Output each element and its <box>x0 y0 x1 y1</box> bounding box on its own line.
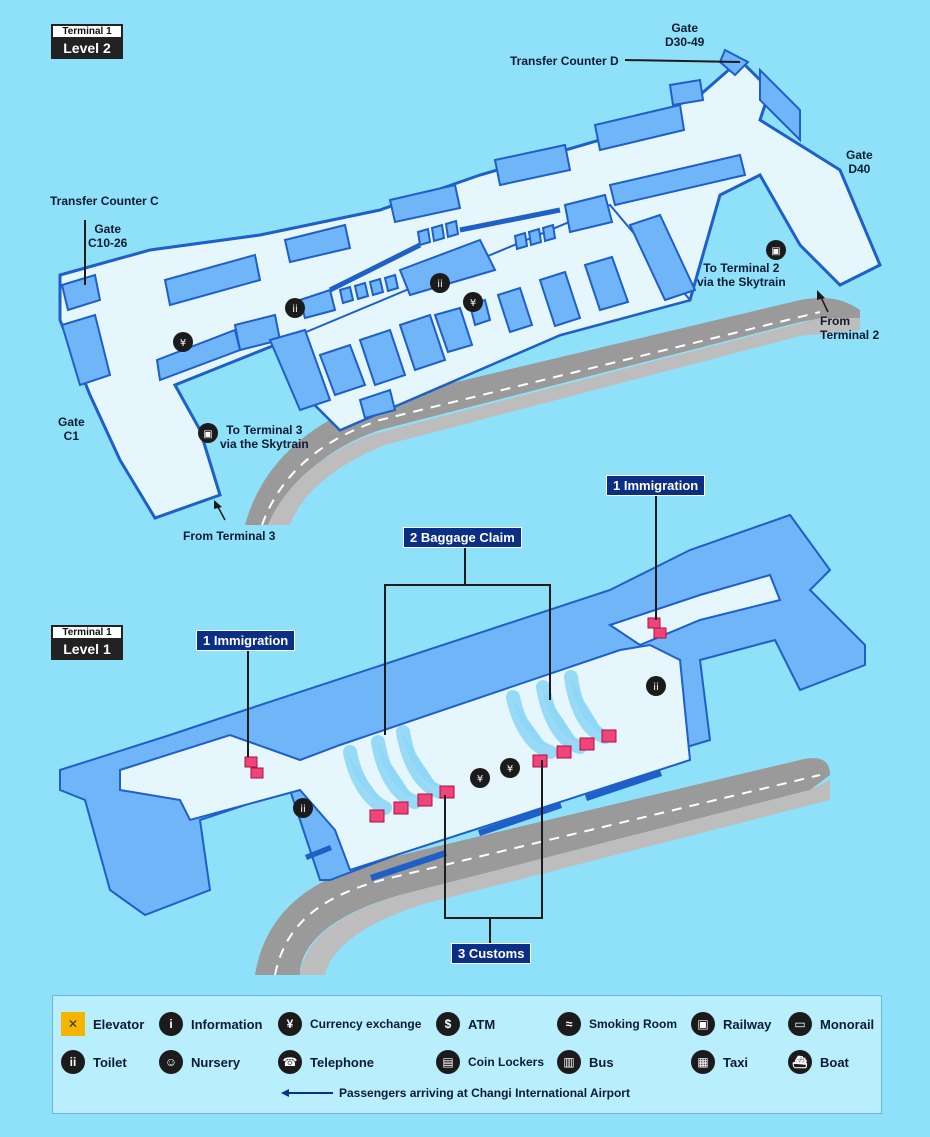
legend-label: Railway <box>723 1016 772 1032</box>
level1-level-label: Level 1 <box>63 641 111 657</box>
elevator-icon: ✕ <box>61 1012 85 1036</box>
svg-text:ii: ii <box>300 804 306 815</box>
legend-label: Monorail <box>820 1016 875 1032</box>
legend-label: Information <box>191 1016 263 1032</box>
bus-icon: ▥ <box>557 1050 581 1074</box>
legend-item-telephone: ☎ Telephone <box>278 1049 374 1075</box>
gate-d30-label: Gate D30-49 <box>665 21 705 49</box>
monorail-icon: ▭ <box>788 1012 812 1036</box>
railway-icon-l2b: ▣ <box>198 423 218 443</box>
svg-text:¥: ¥ <box>507 764 513 775</box>
gate-c1-label: Gate C1 <box>58 415 85 443</box>
legend-item-boat: ⛴ Boat <box>788 1049 849 1075</box>
level1-badge: Terminal 1 Level 1 <box>51 625 123 660</box>
legend-item-bus: ▥ Bus <box>557 1049 614 1075</box>
legend-label: Telephone <box>310 1054 375 1070</box>
currency-icon-l2b: ¥ <box>463 292 483 312</box>
telephone-icon: ☎ <box>278 1050 302 1074</box>
toilet-icon: ii <box>61 1050 85 1074</box>
railway-icon: ▣ <box>691 1012 715 1036</box>
baggage-claim-tag: 2 Baggage Claim <box>403 527 522 548</box>
from-terminal2-label: From Terminal 2 <box>820 314 880 342</box>
legend-item-toilet: ii Toilet <box>61 1049 127 1075</box>
to-terminal2-label: To Terminal 2 via the Skytrain <box>697 261 786 289</box>
svg-text:¥: ¥ <box>470 298 476 309</box>
legend-label: Coin Lockers <box>468 1055 545 1069</box>
legend: ✕ Elevator i Information ¥ Currency exch… <box>52 995 882 1114</box>
atm-icon: $ <box>436 1012 460 1036</box>
currency-exchange-icon: ¥ <box>278 1012 302 1036</box>
smoking-room-icon: ≈ <box>557 1012 581 1036</box>
legend-label: Toilet <box>93 1054 127 1070</box>
map-icons: ii ii ¥ ¥ ▣ ▣ ii ii ¥ ¥ <box>173 240 786 818</box>
svg-text:¥: ¥ <box>477 774 483 785</box>
legend-label: Elevator <box>93 1016 145 1032</box>
legend-label: Bus <box>589 1054 614 1070</box>
arrival-note-text: Passengers arriving at Changi Internatio… <box>339 1086 630 1100</box>
svg-text:¥: ¥ <box>180 338 186 349</box>
legend-item-monorail: ▭ Monorail <box>788 1011 874 1037</box>
currency-icon-l1a: ¥ <box>470 768 490 788</box>
transfer-counter-c-label: Transfer Counter C <box>50 194 159 208</box>
toilet-icon-l1a: ii <box>646 676 666 696</box>
legend-label: Boat <box>820 1054 849 1070</box>
legend-item-atm: $ ATM <box>436 1011 495 1037</box>
level2-badge: Terminal 1 Level 2 <box>51 24 123 59</box>
gate-d40-label: Gate D40 <box>846 148 873 176</box>
transfer-counter-d-label: Transfer Counter D <box>510 54 619 68</box>
coin-lockers-icon: ▤ <box>436 1050 460 1074</box>
level1-map <box>59 495 866 976</box>
to-terminal3-label: To Terminal 3 via the Skytrain <box>220 423 309 451</box>
level2-terminal-label: Terminal 1 <box>53 26 121 37</box>
svg-text:ii: ii <box>292 304 298 315</box>
boat-icon: ⛴ <box>788 1050 812 1074</box>
svg-text:ii: ii <box>437 279 443 290</box>
legend-item-railway: ▣ Railway <box>691 1011 771 1037</box>
legend-item-nursery: ☺ Nursery <box>159 1049 240 1075</box>
legend-item-coin-lockers: ▤ Coin Lockers <box>436 1049 544 1075</box>
legend-label: Currency exchange <box>310 1017 422 1031</box>
taxi-icon: ▦ <box>691 1050 715 1074</box>
level2-map <box>58 48 882 526</box>
immigration-tag-left: 1 Immigration <box>196 630 296 651</box>
legend-label: Nursery <box>191 1054 241 1070</box>
legend-label: Smoking Room <box>589 1017 678 1031</box>
legend-item-taxi: ▦ Taxi <box>691 1049 748 1075</box>
toilet-icon-l1b: ii <box>293 798 313 818</box>
legend-item-smoking: ≈ Smoking Room <box>557 1011 677 1037</box>
legend-item-currency: ¥ Currency exchange <box>278 1011 421 1037</box>
level1-terminal-label: Terminal 1 <box>53 627 121 638</box>
railway-icon-l2a: ▣ <box>766 240 786 260</box>
immigration-tag-right: 1 Immigration <box>606 475 706 496</box>
level2-level-label: Level 2 <box>63 40 111 56</box>
legend-item-information: i Information <box>159 1011 263 1037</box>
svg-text:▣: ▣ <box>771 246 780 257</box>
currency-icon-l1b: ¥ <box>500 758 520 778</box>
toilet-icon-l2a: ii <box>285 298 305 318</box>
legend-label: Taxi <box>723 1054 749 1070</box>
toilet-icon-l2b: ii <box>430 273 450 293</box>
svg-text:ii: ii <box>653 682 659 693</box>
information-icon: i <box>159 1012 183 1036</box>
customs-tag: 3 Customs <box>451 943 532 964</box>
legend-arrival-note: Passengers arriving at Changi Internatio… <box>281 1080 630 1106</box>
from-terminal3-label: From Terminal 3 <box>183 529 276 543</box>
legend-label: ATM <box>468 1016 496 1032</box>
svg-text:▣: ▣ <box>203 429 212 440</box>
currency-icon-l2a: ¥ <box>173 332 193 352</box>
gate-c10-label: Gate C10-26 <box>88 222 128 250</box>
arrival-arrow-icon <box>281 1089 333 1097</box>
nursery-icon: ☺ <box>159 1050 183 1074</box>
legend-item-elevator: ✕ Elevator <box>61 1011 144 1037</box>
